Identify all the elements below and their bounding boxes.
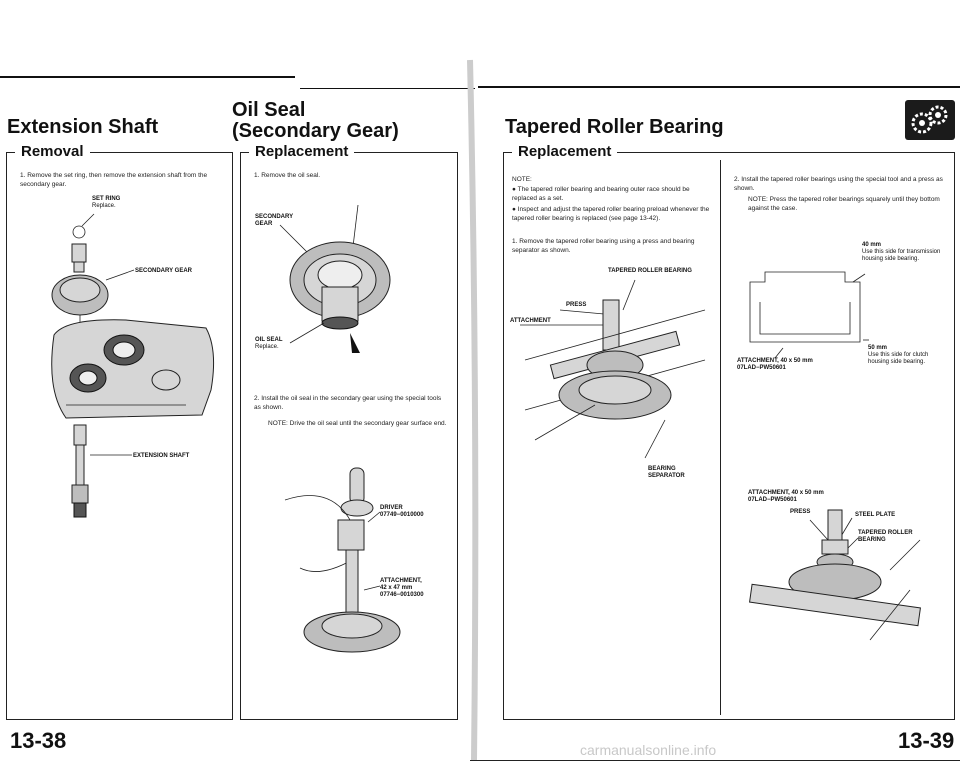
- oil-seal-replace-note: Replace.: [255, 344, 279, 350]
- tapered-roller-bearing-label-2a: TAPERED ROLLER: [858, 530, 913, 536]
- top-rule-center: [300, 88, 475, 89]
- oil-seal-title-line2: (Secondary Gear): [232, 120, 399, 142]
- set-ring-label: SET RING: [92, 196, 121, 202]
- press-label-2: PRESS: [790, 509, 811, 515]
- bearing-removal-illustration: [520, 279, 706, 459]
- removal-heading: Removal: [15, 143, 90, 160]
- top-rule-left: [0, 76, 295, 78]
- page-number-right: 13-39: [898, 728, 955, 753]
- press-label: PRESS: [566, 302, 587, 308]
- attachment-42x47-part-number: 07746−0010300: [380, 592, 424, 598]
- driver-part-number: 07749−0010000: [380, 512, 424, 518]
- note-bullet-1: ● The tapered roller bearing and bearing…: [512, 186, 690, 202]
- oil-seal-box: Replacement: [240, 143, 458, 720]
- oil-seal-removal-illustration: [279, 204, 391, 353]
- oil-seal-label: OIL SEAL: [255, 337, 283, 343]
- driver-label: DRIVER: [380, 505, 403, 511]
- note-heading: NOTE:: [512, 176, 532, 183]
- oil-seal-step2: 2. Install the oil seal in the secondary…: [254, 395, 442, 411]
- attachment-40x50-label: ATTACHMENT, 40 x 50 mm: [737, 358, 813, 364]
- set-ring-note: Replace.: [92, 203, 116, 209]
- bearing-install-illustration: [749, 509, 921, 641]
- binding-shadow: [467, 59, 479, 761]
- oil-seal-step1: 1. Remove the oil seal.: [254, 172, 321, 179]
- tapered-replacement-box: Replacement: [503, 143, 955, 720]
- tapered-step2: 2. Install the tapered roller bearings u…: [734, 176, 943, 192]
- steel-plate-label: STEEL PLATE: [855, 512, 896, 518]
- note-bullet-2: ● Inspect and adjust the tapered roller …: [512, 206, 710, 222]
- oil-seal-step2-note: NOTE: Drive the oil seal until the secon…: [268, 420, 447, 427]
- note-bullet-2-text: Inspect and adjust the tapered roller be…: [512, 206, 710, 222]
- bottom-rule: [470, 760, 960, 761]
- attachment-label: ATTACHMENT: [510, 318, 551, 324]
- extension-shaft-title: Extension Shaft: [7, 116, 159, 138]
- tapered-roller-bearing-title: Tapered Roller Bearing: [505, 116, 724, 138]
- tapered-step2-note: NOTE: Press the tapered roller bearings …: [748, 196, 940, 212]
- dim-40mm-label: 40 mm: [862, 242, 882, 248]
- bearing-separator-label-2: SEPARATOR: [648, 473, 685, 479]
- column-divider: [720, 160, 721, 715]
- attachment-40x50-part-number-2: 07LAD−PW50601: [748, 497, 797, 503]
- note-bullet-1-text: The tapered roller bearing and bearing o…: [512, 186, 690, 202]
- removal-step1: 1. Remove the set ring, then remove the …: [20, 172, 208, 188]
- attachment-40x50-label-2: ATTACHMENT, 40 x 50 mm: [748, 490, 824, 496]
- extension-shaft-label: EXTENSION SHAFT: [133, 453, 190, 459]
- extension-shaft-illustration: [51, 213, 215, 518]
- transmission-icon: [905, 100, 955, 140]
- oil-seal-title-line1: Oil Seal: [232, 99, 306, 121]
- tapered-step1: 1. Remove the tapered roller bearing usi…: [512, 238, 695, 254]
- attachment-42x47-label: ATTACHMENT,: [380, 578, 422, 584]
- oil-seal-secondary-gear-label: SECONDARY GEAR: [255, 214, 294, 228]
- secondary-gear-label-1: SECONDARY GEAR: [135, 268, 193, 274]
- attachment-40x50-part-number: 07LAD−PW50601: [737, 365, 786, 371]
- dim-50mm-note: Use this side for clutch housing side be…: [868, 352, 929, 366]
- tapered-replacement-heading: Replacement: [512, 143, 618, 160]
- page-number-left: 13-38: [10, 728, 67, 753]
- removal-box: Removal: [6, 143, 233, 720]
- top-rule-right: [478, 86, 960, 88]
- dim-50mm-label: 50 mm: [868, 345, 888, 351]
- watermark: carmanualsonline.info: [580, 742, 717, 758]
- tapered-roller-bearing-label: TAPERED ROLLER BEARING: [608, 268, 692, 274]
- tapered-roller-bearing-label-2b: BEARING: [858, 537, 886, 543]
- attachment-cross-section: [749, 271, 869, 359]
- attachment-42x47-size: 42 x 47 mm: [380, 585, 413, 591]
- bearing-separator-label-1: BEARING: [648, 466, 676, 472]
- oil-seal-replacement-heading: Replacement: [249, 143, 355, 160]
- oil-seal-install-illustration: [284, 467, 401, 653]
- dim-40mm-note: Use this side for transmission housing s…: [862, 249, 941, 263]
